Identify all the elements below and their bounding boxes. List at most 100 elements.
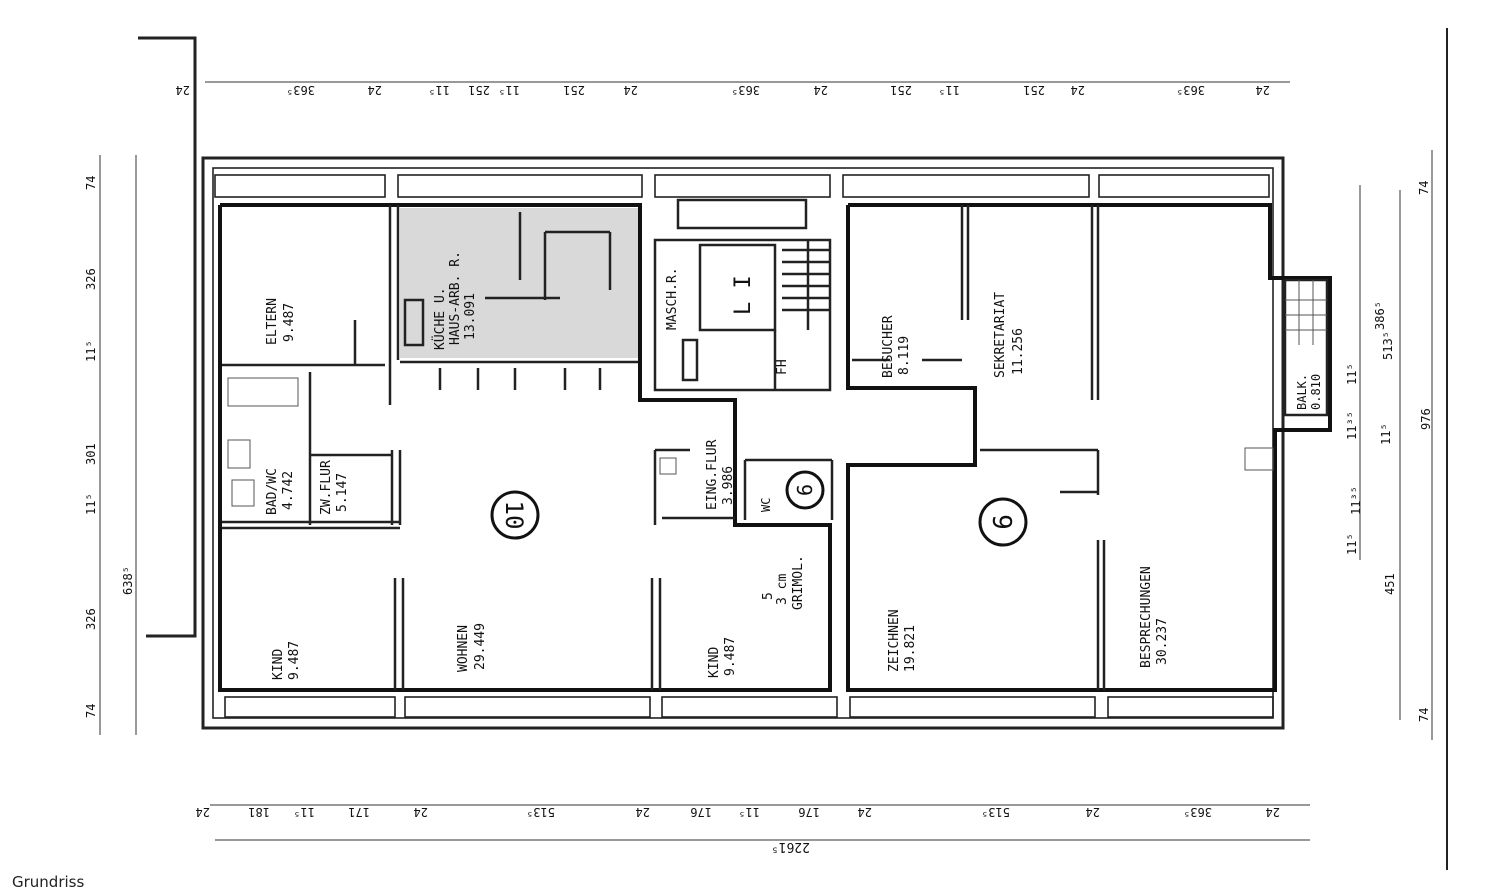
room-hallway-name: ZW.FLUR	[319, 460, 334, 515]
unit-10-outline	[218, 203, 832, 692]
bath-fixture	[227, 439, 251, 469]
wc-unit-label: 9	[792, 484, 816, 496]
room-bath-area: 4.742	[281, 471, 296, 510]
dim-top: 11⁵	[428, 83, 450, 97]
room-zeichnen-area: 19.821	[903, 625, 918, 672]
balcony	[1283, 278, 1329, 417]
room-besprechungen-area: 30.237	[1155, 618, 1170, 665]
dim-bottom: 24	[196, 805, 210, 819]
dim-bottom: 513⁵	[981, 805, 1010, 819]
dim-top: 24	[1071, 83, 1085, 97]
dim-bottom: 24	[1266, 805, 1280, 819]
dim-left-total: 638⁵	[121, 566, 135, 595]
room-besucher-area: 8.119	[897, 336, 912, 375]
dim-top: 24	[368, 83, 382, 97]
unit-9-label: 9	[986, 514, 1016, 530]
dim-top: 251	[468, 83, 490, 97]
dim-top: 363⁵	[731, 83, 760, 97]
room-zeichnen-name: ZEICHNEN	[887, 609, 902, 672]
floor-plan-drawing: 10 9 9 ELTERN 9.487 KÜCHE U. HAUS-ARB. R…	[84, 28, 1448, 870]
dim-top: 251	[890, 83, 912, 97]
chimney	[659, 457, 677, 475]
room-sekretariat-area: 11.256	[1011, 328, 1026, 375]
stair-core	[653, 238, 832, 392]
dim-top: 11⁵	[938, 83, 960, 97]
dim-bottom: 181	[248, 805, 270, 819]
room-kitchen-name-1: KÜCHE U.	[431, 287, 448, 350]
dim-right: 11⁵	[1345, 533, 1359, 555]
dim-left: 301	[84, 443, 98, 465]
unit-10-label: 10	[500, 501, 528, 530]
room-besprechungen-name: BESPRECHUNGEN	[1139, 566, 1154, 668]
dim-bottom: 24	[636, 805, 650, 819]
window-band-bottom-2	[404, 696, 651, 718]
dim-left: 326	[84, 608, 98, 630]
chimney	[1244, 447, 1274, 471]
dim-right: 74	[1417, 181, 1431, 195]
room-sekretariat-name: SEKRETARIAT	[993, 292, 1008, 378]
dim-bottom-total: 2261⁵	[771, 839, 810, 854]
room-wc-name: WC	[759, 498, 773, 512]
dim-bottom: 11⁵	[293, 805, 315, 819]
dim-left: 74	[84, 176, 98, 190]
dim-top: 24	[1256, 83, 1270, 97]
room-lift-name: L I	[731, 275, 756, 315]
window-band-top-5	[1098, 174, 1270, 198]
room-kind-mid-name: KIND	[707, 647, 722, 678]
wc-unit-marker	[785, 470, 825, 510]
dim-top: 24	[176, 83, 190, 97]
room-besucher-name: BESUCHER	[881, 315, 896, 378]
window-band-bottom-1	[224, 696, 396, 718]
dim-right: 451	[1383, 573, 1397, 595]
bath-fixture	[227, 377, 299, 407]
dim-right: 11⁵	[1379, 423, 1393, 445]
dim-bottom: 11⁵	[738, 805, 760, 819]
dim-right: 976	[1419, 408, 1433, 430]
inner-outline	[212, 167, 1274, 719]
room-balcony-area: 0.810	[1309, 374, 1323, 410]
dim-bottom: 171	[348, 805, 370, 819]
screed-note-3: GRIMOL.	[791, 555, 806, 610]
dim-top: 251	[1023, 83, 1045, 97]
dim-bottom: 363⁵	[1183, 805, 1212, 819]
room-wohnen-name: WOHNEN	[456, 625, 471, 672]
dim-top: 11⁵	[498, 83, 520, 97]
kitchen-counter	[403, 298, 425, 347]
core-top-box	[676, 198, 808, 230]
room-kitchen-name-2: HAUS-ARB. R.	[448, 251, 463, 345]
bath-fixture	[231, 479, 255, 507]
window-band-bottom-5	[1107, 696, 1274, 718]
screed-note-2: 3 cm	[775, 574, 790, 605]
dim-bottom: 176	[690, 805, 712, 819]
room-hallway-area: 5.147	[335, 473, 350, 512]
room-machine-name: MASCH.R.	[665, 267, 680, 330]
window-band-top-1	[214, 174, 386, 198]
screed-note-1: 5	[761, 592, 776, 600]
dim-bottom: 176	[798, 805, 820, 819]
dim-bottom: 24	[858, 805, 872, 819]
room-eltern-name: ELTERN	[265, 298, 280, 345]
room-kitchen-area: 13.091	[463, 293, 478, 340]
room-entrance-name: EING.FLUR	[705, 439, 720, 510]
neighbour-building-outline	[138, 36, 197, 638]
room-fh-name: FH	[775, 359, 790, 375]
room-kind-left-name: KIND	[271, 649, 286, 680]
room-wohnen-area: 29.449	[473, 623, 488, 670]
room-kind-mid-area: 9.487	[723, 637, 738, 676]
dim-left: 11⁵	[84, 493, 98, 515]
room-entrance-area: 3.986	[721, 466, 736, 505]
dim-right: 11³⁵	[1345, 411, 1359, 440]
dim-left: 326	[84, 268, 98, 290]
dim-top: 24	[814, 83, 828, 97]
window-band-top-4	[842, 174, 1090, 198]
window-band-bottom-4	[849, 696, 1096, 718]
machine-room-bar	[681, 338, 699, 382]
unit-9-marker	[978, 497, 1028, 547]
dim-left: 74	[84, 704, 98, 718]
lift-shaft	[698, 243, 777, 332]
dim-right: 11³⁵	[1349, 486, 1363, 515]
room-kind-left-area: 9.487	[287, 641, 302, 680]
dim-top: 363⁵	[286, 83, 315, 97]
window-band-bottom-3	[661, 696, 838, 718]
dim-right: 74	[1417, 708, 1431, 722]
